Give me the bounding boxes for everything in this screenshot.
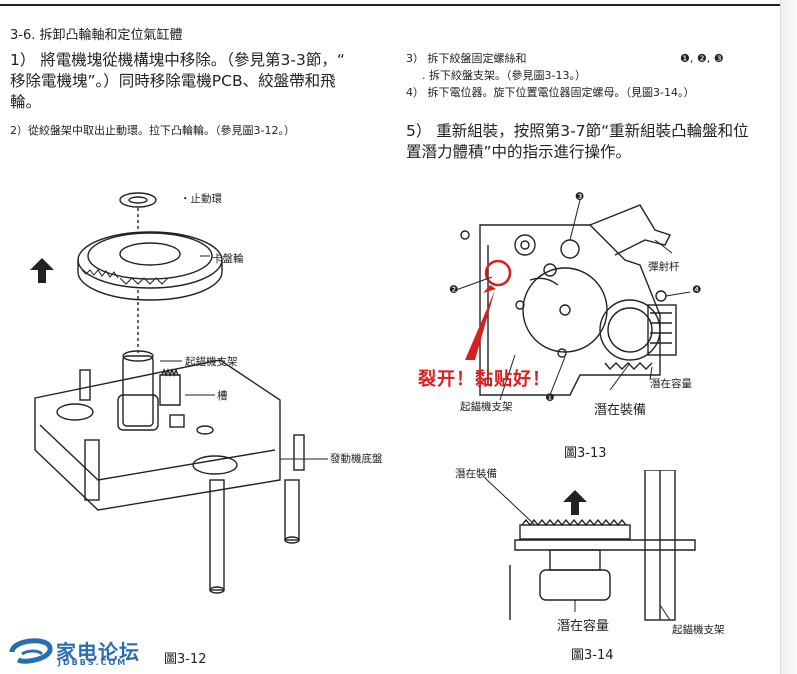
callout-2: ❷ [449, 284, 459, 296]
step2-text: 2）從絞盤架中取出止動環。拉下凸輪輪。（參見圖3-12。） [10, 124, 295, 137]
label-cam-wheel: 卡盤輪 [212, 253, 244, 265]
label-chassis: 發動機底盤 [330, 453, 383, 465]
step3-line1: 3） 拆下絞盤固定螺絲和 [406, 52, 527, 65]
top-rule [0, 4, 780, 6]
callout-4: ❹ [692, 284, 702, 296]
step5-line2: 置潛力體積”中的指示進行操作。 [406, 143, 632, 161]
label-latent-equipment-14: 潛在裝備 [455, 468, 497, 480]
label-capstan-bracket-13: 起錨機支架 [460, 401, 513, 413]
watermark-name: 家电论坛 [56, 640, 140, 664]
label-potentiometer-14: 潛在容量 [557, 619, 610, 634]
caption-fig-3-14: 圖3-14 [571, 648, 614, 663]
step4-text: 4） 拆下電位器。旋下位置電位器固定螺母。（見圖3-14。） [406, 86, 695, 99]
callout-1: ❶ [545, 392, 555, 404]
step1-line1: 1） 將電機塊從機構塊中移除。（參見第3-3節，“ [10, 51, 345, 69]
step5-text: 5） 重新組裝，按照第3-7節“重新組裝凸輪盤和位 置潛力體積”中的指示進行操作… [406, 121, 749, 163]
watermark-url: JDBBS.COM [58, 658, 128, 667]
step5-line1: 5） 重新組裝，按照第3-7節“重新組裝凸輪盤和位 [406, 122, 749, 140]
label-groove: 槽 [217, 390, 228, 402]
section-title: 3-6. 拆卸凸輪軸和定位氣缸體 [10, 28, 183, 43]
figure-3-13-drawing [455, 199, 691, 401]
label-capstan-bracket-14: 起錨機支架 [672, 624, 725, 636]
step1-line2: 移除電機塊”。）同時移除電機PCB、絞盤帶和飛 [10, 72, 336, 90]
watermark-logo-icon [9, 638, 53, 664]
step3-line2: . 拆下絞盤支架。（參見圖3-13。） [422, 69, 586, 82]
label-eject-lever: 彈射杆 [648, 261, 680, 273]
label-capstan-bracket-12: 起錨機支架 [185, 356, 238, 368]
page-edge [780, 0, 797, 674]
step1-line3: 輪。 [10, 93, 42, 111]
figure-3-12-drawing [30, 192, 328, 594]
callout-3: ❸ [575, 191, 585, 203]
caption-fig-3-12: 圖3-12 [164, 652, 207, 667]
label-potentiometer-13: 潛在容量 [650, 378, 692, 390]
step3-circled-numbers: ❶, ❷, ❸ [680, 52, 724, 65]
caption-fig-3-13: 圖3-13 [564, 446, 607, 461]
step1-text: 1） 將電機塊從機構塊中移除。（參見第3-3節，“ 移除電機塊”。）同時移除電機… [10, 50, 345, 113]
figure-3-14-drawing [484, 470, 696, 621]
repair-note: 裂开！黏贴好！ [418, 369, 551, 390]
label-latent-equipment-13: 潛在裝備 [594, 403, 647, 418]
label-stop-ring: ・止動環 [180, 193, 222, 205]
